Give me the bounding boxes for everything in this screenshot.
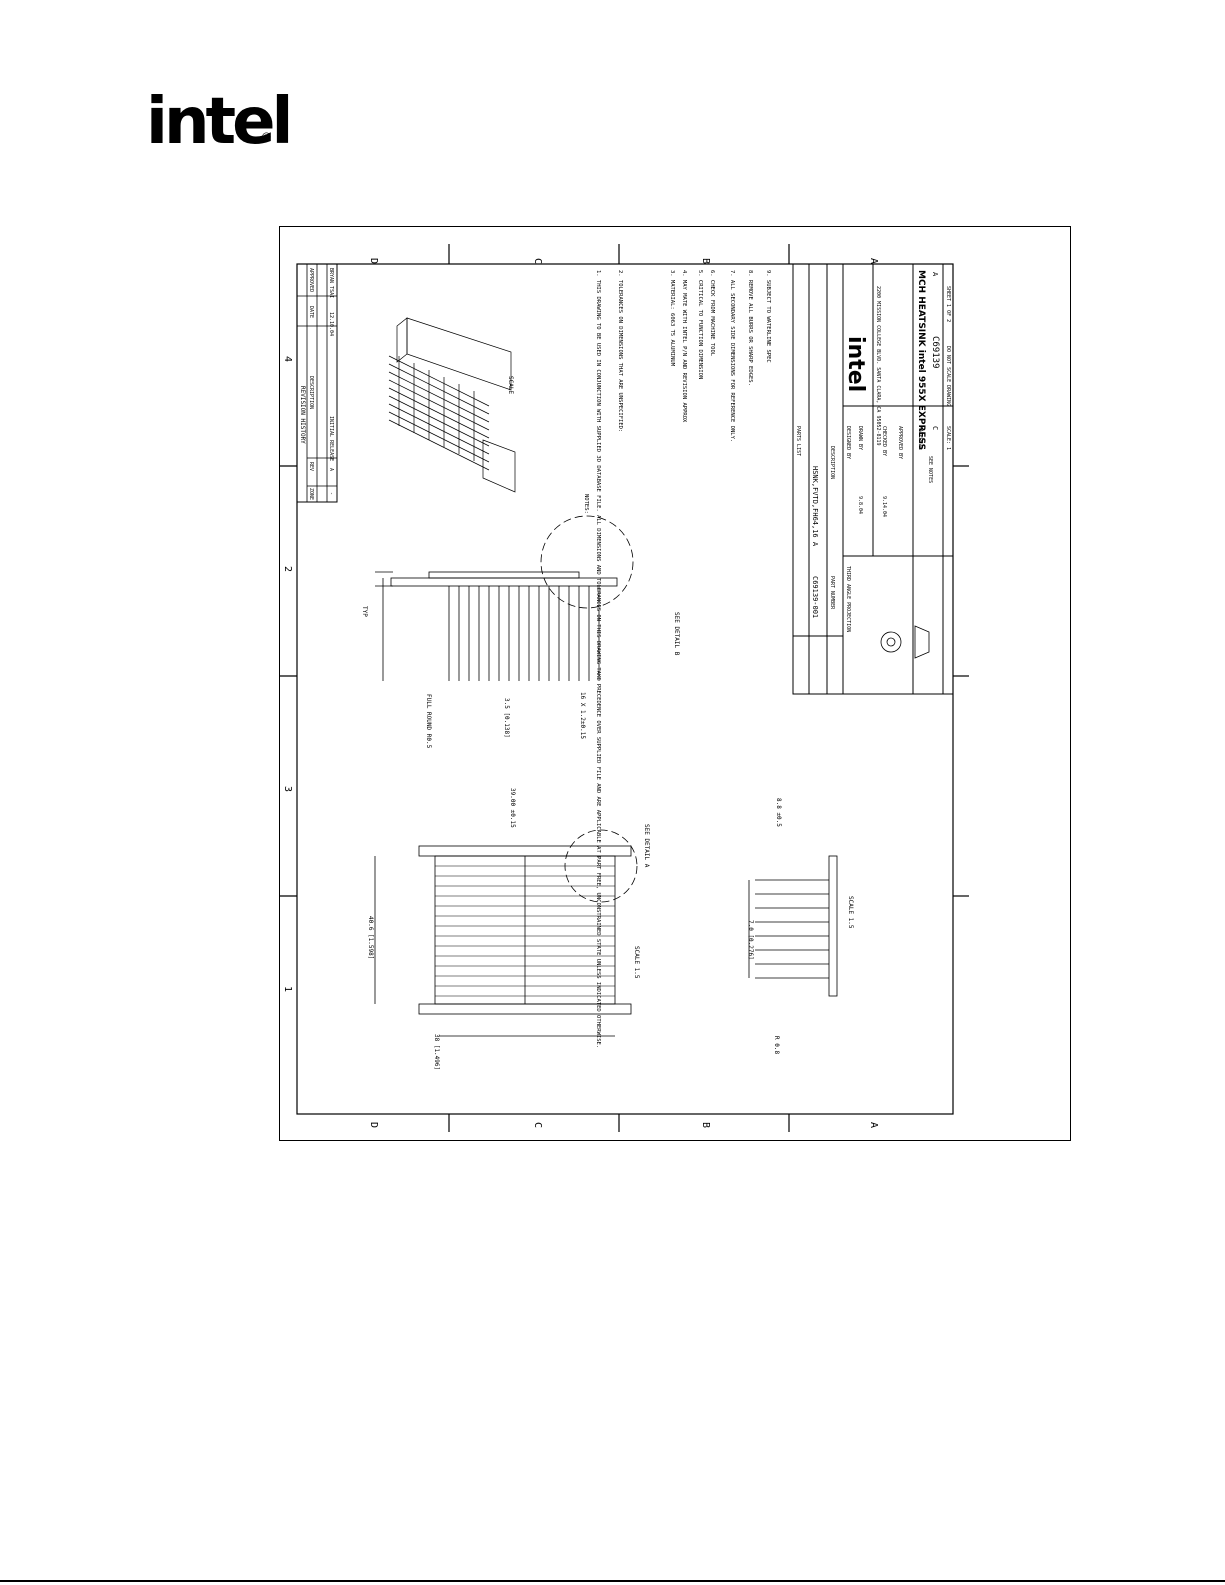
scale-main-label: SCALE 1.5 xyxy=(633,946,640,979)
full-round-label: FULL ROUND R0.5 xyxy=(425,694,432,749)
zone-letter-top-2: C xyxy=(532,258,543,264)
title-approved-by: APPROVED BY xyxy=(897,426,903,459)
note-8: 8. REMOVE ALL BURRS OR SHARP EDGES. xyxy=(747,270,753,386)
projection-symbol xyxy=(880,625,930,659)
title-scale: SCALE: 1 xyxy=(945,426,951,450)
rev-row-approved: BRYAN TSAI xyxy=(328,268,334,298)
dim-fin-spacing: 16 X 1.2±0.15 xyxy=(579,692,586,739)
title-designed-by: DESIGNED BY xyxy=(845,426,851,459)
title-rev: A xyxy=(931,272,939,277)
zone-letter-bot-2: C xyxy=(532,1122,543,1128)
parts-list-item: C69139-001 xyxy=(811,576,819,618)
zone-letter-bot-1: D xyxy=(368,1122,379,1128)
dim-3-5: 3.5 [0.138] xyxy=(503,698,510,738)
see-detail-b-label: SEE DETAIL B xyxy=(673,612,680,656)
zone-num-left-2: 2 xyxy=(282,566,293,572)
note-7: 7. ALL SECONDARY SIDE DIMENSIONS FOR REF… xyxy=(729,270,735,442)
parts-list-header-part: PART NUMBER xyxy=(829,576,835,610)
rev-header-rev: REV xyxy=(308,462,314,471)
zone-letter-top-3: B xyxy=(700,258,711,264)
revision-history-block: REVISION HISTORY ZONE REV DESCRIPTION DA… xyxy=(296,263,338,503)
title-third-angle: THIRD ANGLE PROJECTION xyxy=(845,566,851,632)
engineering-drawing: D C B A D C B A 1 2 3 4 REVISION HISTORY… xyxy=(279,244,969,1132)
see-detail-a-label: SEE DETAIL A xyxy=(643,824,650,868)
title-date-1: 9.8.04 xyxy=(857,496,863,514)
dim-8-8: 8.8 ±0.5 xyxy=(775,798,782,827)
title-block xyxy=(792,263,954,695)
title-dwg-no: C69139 xyxy=(930,336,940,369)
rev-row-date: 12.10.04 xyxy=(328,312,334,336)
title-see-notes: SEE NOTES xyxy=(927,456,933,483)
title-company: intel xyxy=(843,336,868,392)
detail-a-circle xyxy=(564,829,638,903)
dim-40-6: 40.6 [1.598] xyxy=(367,916,374,959)
rev-header-date: DATE xyxy=(308,306,314,318)
zone-letter-top-1: D xyxy=(368,258,379,264)
title-do-not-scale: DO NOT SCALE DRAWING xyxy=(945,346,951,406)
note-5: 5. CRITICAL TO FUNCTION DIMENSION xyxy=(697,270,703,379)
title-drawn-by: DRAWN BY xyxy=(857,426,863,450)
note-9: 9. SUBJECT TO WATERLINE SPEC xyxy=(765,270,771,363)
note-1: 1. THIS DRAWING TO BE USED IN CONJUNCTIO… xyxy=(595,270,601,1048)
title-sheet: SHEET 1 OF 2 xyxy=(945,286,951,322)
registered-mark: ® xyxy=(262,130,271,144)
note-2: 2. TOLERANCES ON DIMENSIONS THAT ARE UNS… xyxy=(617,270,623,432)
parts-list-title: PARTS LIST xyxy=(795,426,801,456)
top-view xyxy=(374,829,638,1037)
zone-num-left-4: 4 xyxy=(282,356,293,362)
title-text: MCH HEATSINK intel 955X EXPRESS xyxy=(916,270,926,450)
title-material: MATERIAL xyxy=(917,426,923,450)
rev-row-zone: - xyxy=(328,492,334,495)
note-3: 3. MATERIAL: 6063 T5 ALUMINUM xyxy=(669,270,675,367)
rev-header-zone: ZONE xyxy=(308,488,314,500)
logo-text: intel xyxy=(146,85,293,159)
isometric-view xyxy=(388,317,516,493)
zone-letter-top-4: A xyxy=(868,258,879,264)
detail-b-circle xyxy=(540,515,634,609)
title-address: 2200 MISSION COLLEGE BLVD. SANTA CLARA, … xyxy=(875,286,881,446)
revision-history-title: REVISION HISTORY xyxy=(299,386,306,444)
dim-38: 38 [1.496] xyxy=(433,1034,440,1070)
scale-side-label: SCALE 1.5 xyxy=(847,896,854,929)
rev-row-rev: A xyxy=(328,468,334,471)
parts-list-desc: HSNK,FVTD,FH64,16 A xyxy=(811,466,819,547)
rev-row-desc: INITIAL RELEASE xyxy=(328,416,334,461)
rev-header-desc: DESCRIPTION xyxy=(308,376,314,409)
intel-logo: intel ® xyxy=(146,82,293,162)
dim-r-0-8: R 0.8 xyxy=(773,1036,780,1054)
title-checked-by: CHECKED BY xyxy=(881,426,887,456)
drawing-frame xyxy=(279,226,1071,1141)
title-date-2: 9.14.04 xyxy=(881,496,887,517)
title-size: C xyxy=(931,426,939,430)
iso-fins xyxy=(388,355,490,471)
zone-letter-bot-4: A xyxy=(868,1122,879,1128)
zone-num-left-1: 1 xyxy=(282,986,293,992)
dim-39: 39.00 ±0.15 xyxy=(509,788,516,828)
zone-letter-bot-3: B xyxy=(700,1122,711,1128)
zone-num-left-3: 3 xyxy=(282,786,293,792)
scale-iso-label: SCALE xyxy=(507,376,514,394)
page-bottom-rule xyxy=(0,1580,1225,1582)
note-6: 6. CHECK FROM MACHINE TOOL xyxy=(709,270,715,357)
parts-list-header-desc: DESCRIPTION xyxy=(829,446,835,479)
bottom-side-view xyxy=(748,855,838,997)
note-4: 4. MAY MATE WITH INTEL P/N AND REVISION … xyxy=(681,270,687,423)
dim-7-0: 7.0 [0.276] xyxy=(747,920,754,960)
side-view xyxy=(375,515,634,681)
notes-block: NOTES: 1. THIS DRAWING TO BE USED IN CON… xyxy=(583,270,771,1048)
notes-title: NOTES: xyxy=(583,494,589,514)
zone-ticks xyxy=(279,244,969,1132)
typ-label: TYP xyxy=(361,606,368,617)
rev-header-approved: APPROVED xyxy=(308,268,314,292)
